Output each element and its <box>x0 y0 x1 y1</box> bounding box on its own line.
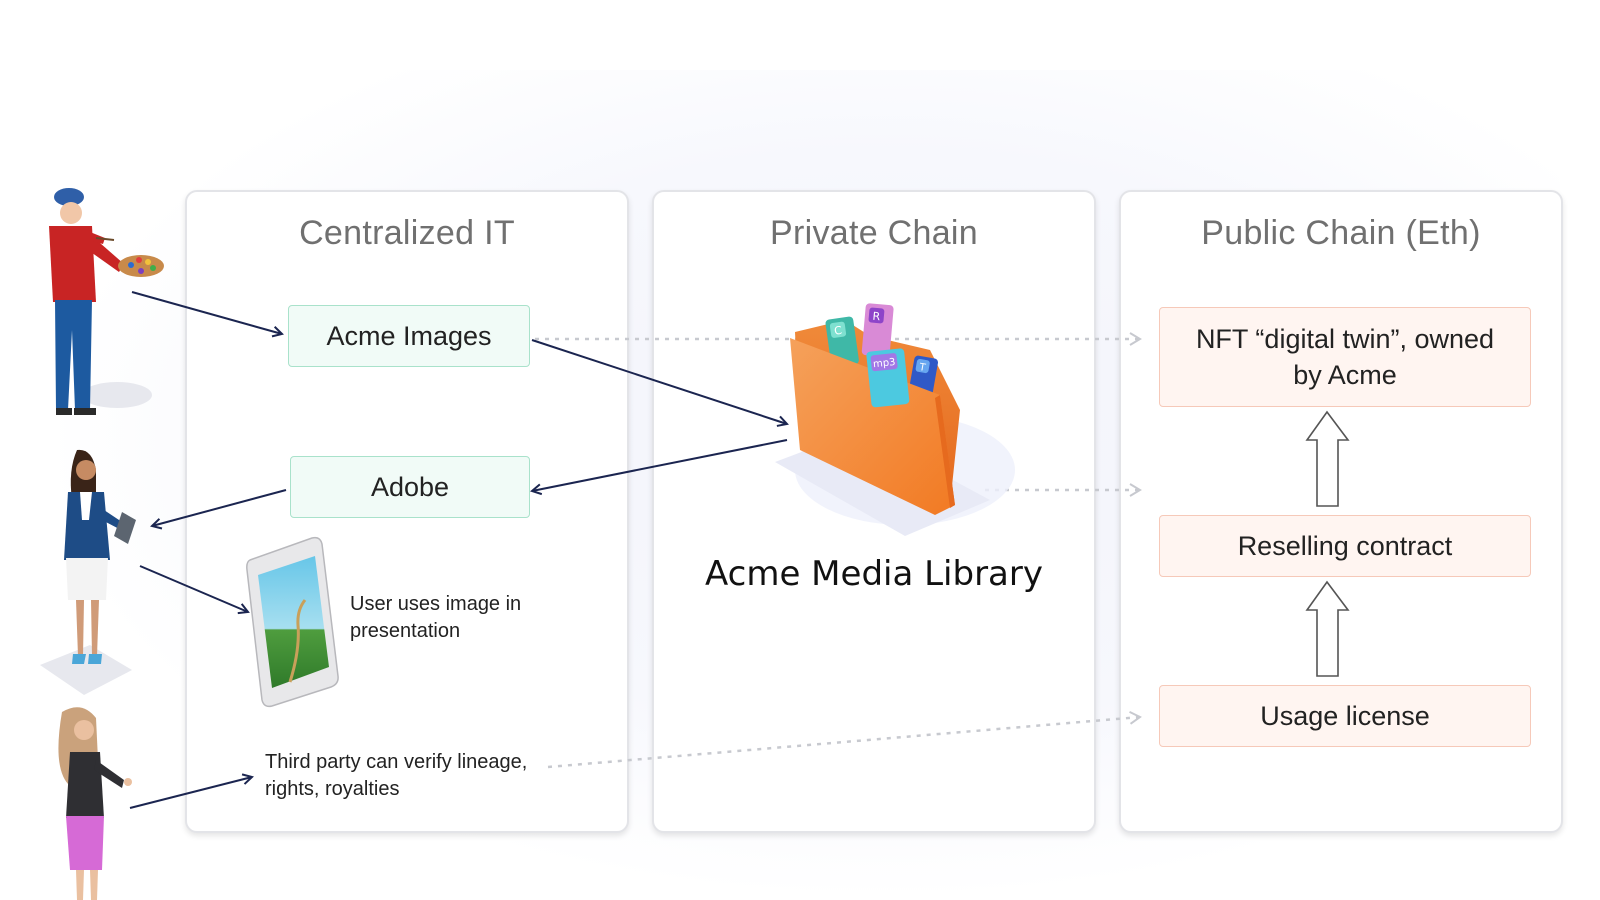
dotted-arrow-thirdparty-to-usage <box>547 710 1142 769</box>
third-party-note: Third party can verify lineage, rights, … <box>265 751 528 800</box>
business-woman-pointing-icon <box>58 707 132 900</box>
file-tag-mp3: mp3 <box>873 357 896 370</box>
adobe-box: Adobe <box>290 456 530 518</box>
acme-images-box: Acme Images <box>288 305 530 367</box>
file-tag-t: T <box>917 362 927 374</box>
usage-license-box: Usage license <box>1159 685 1531 747</box>
painter-person-icon <box>49 188 164 415</box>
column-title-centralized: Centralized IT <box>299 214 515 252</box>
user-uses-image-note: User uses image in presentation <box>350 593 522 642</box>
media-folder-icon: C R T mp3 <box>775 303 1015 536</box>
file-tag-c: C <box>833 324 843 338</box>
reselling-contract-box: Reselling contract <box>1159 515 1531 577</box>
arrow-adobe-to-user <box>152 489 287 526</box>
arrow-acme-images-to-library <box>531 339 787 424</box>
nft-digital-twin-box: NFT “digital twin”, owned by Acme <box>1159 307 1531 407</box>
column-title-private: Private Chain <box>770 214 978 252</box>
arrow-library-to-adobe <box>532 439 788 491</box>
file-tag-r: R <box>872 310 881 324</box>
arrow-third-party-to-note <box>129 777 252 809</box>
arrow-user-to-phone <box>139 565 248 612</box>
media-library-label: Acme Media Library <box>704 554 1043 594</box>
column-title-public: Public Chain (Eth) <box>1201 214 1481 252</box>
business-woman-tablet-icon <box>40 449 136 695</box>
smartphone-icon <box>246 536 339 708</box>
up-arrow-usage-to-reselling <box>1305 580 1350 677</box>
up-arrow-reselling-to-nft <box>1305 410 1350 507</box>
arrow-painter-to-acme-images <box>131 291 282 334</box>
